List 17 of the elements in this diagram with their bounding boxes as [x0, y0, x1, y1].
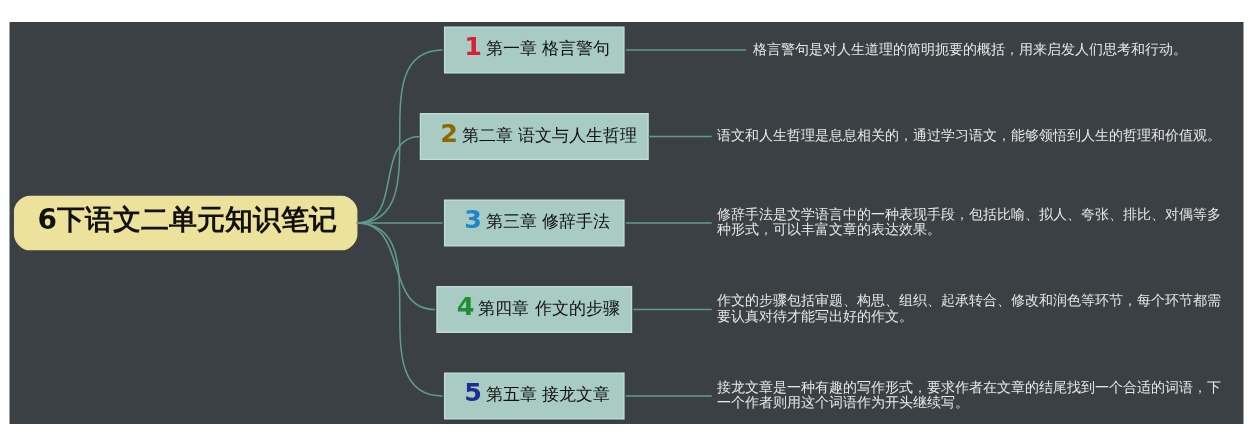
node-box: 1 第一章 格言警句 [443, 25, 625, 74]
node-box: 6下语文二单元知识笔记 [13, 195, 358, 250]
connector [356, 221, 444, 397]
node-text: 作文的步骤包括审题、构思、组织、起承转合、修改和润色等环节，每个环节都需要认真对待才能写出好的作文。 [716, 291, 1221, 324]
connector [625, 394, 713, 397]
node-text: 格言警句是对人生道理的简明扼要的概括，用来启发人们思考和行动。 [753, 40, 1188, 57]
connector [632, 308, 713, 310]
node-box: 2 第二章 语文与人生哲理 [419, 112, 649, 160]
node-box: 5 第五章 接龙文章 [443, 371, 625, 420]
connector [647, 135, 713, 137]
node-text: 修辞手法是文学语言中的一种表现手段，包括比喻、拟人、夸张、排比、对偶等多种形式，可以丰富文章的表达效果。 [716, 205, 1221, 237]
connector [625, 221, 713, 224]
node-box: 4 第四章 作文的步骤 [436, 285, 633, 333]
node-text: 语文和人生哲理是息息相关的，通过学习语文，能够领悟到人生的哲理和价值观。 [716, 126, 1221, 143]
node-text: 接龙文章是一种有趣的写作形式，要求作者在文章的结尾找到一个合适的词语，下一个作者则用这个词语作为开头继续写。 [716, 378, 1221, 410]
connector [625, 48, 747, 51]
node-box: 3 第三章 修辞手法 [443, 198, 625, 247]
